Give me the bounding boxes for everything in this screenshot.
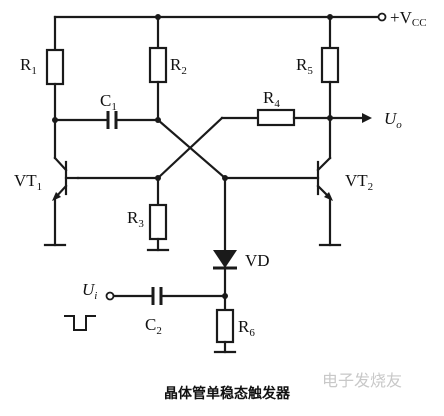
vcc-label: +VCC	[390, 8, 427, 29]
resistor-r6	[213, 294, 237, 354]
diode-vd	[213, 176, 237, 299]
resistor-r4	[220, 108, 332, 127]
r5-label: R5	[296, 55, 313, 77]
capacitor-c2	[105, 287, 227, 305]
transistor-vt1	[43, 118, 80, 247]
c1-label: C1	[100, 91, 117, 113]
capacitor-c1	[53, 111, 160, 129]
resistor-r1	[45, 15, 65, 123]
r6-label: R6	[238, 317, 255, 339]
watermark: 电子发烧友	[322, 371, 402, 390]
vt2-base-wire	[222, 175, 320, 181]
r1-label: R1	[20, 55, 37, 77]
transistor-vt2	[316, 116, 342, 247]
output-uo	[328, 113, 372, 123]
r4-label: R4	[263, 88, 280, 110]
vd-label: VD	[245, 251, 270, 270]
ui-label: Ui	[82, 280, 97, 302]
resistor-r2	[148, 15, 168, 123]
cross-coupling	[156, 116, 227, 180]
figure-caption: 晶体管单稳态触发器	[164, 385, 291, 402]
supply-rail	[53, 12, 387, 22]
resistor-r3	[76, 175, 170, 252]
vt2-label: VT2	[345, 171, 373, 193]
vt1-label: VT1	[14, 171, 42, 193]
c2-label: C2	[145, 315, 162, 337]
r3-label: R3	[127, 208, 144, 230]
uo-label: Uo	[384, 109, 402, 131]
trigger-pulse-icon	[64, 315, 96, 331]
r2-label: R2	[170, 55, 187, 77]
resistor-r5	[320, 15, 340, 121]
